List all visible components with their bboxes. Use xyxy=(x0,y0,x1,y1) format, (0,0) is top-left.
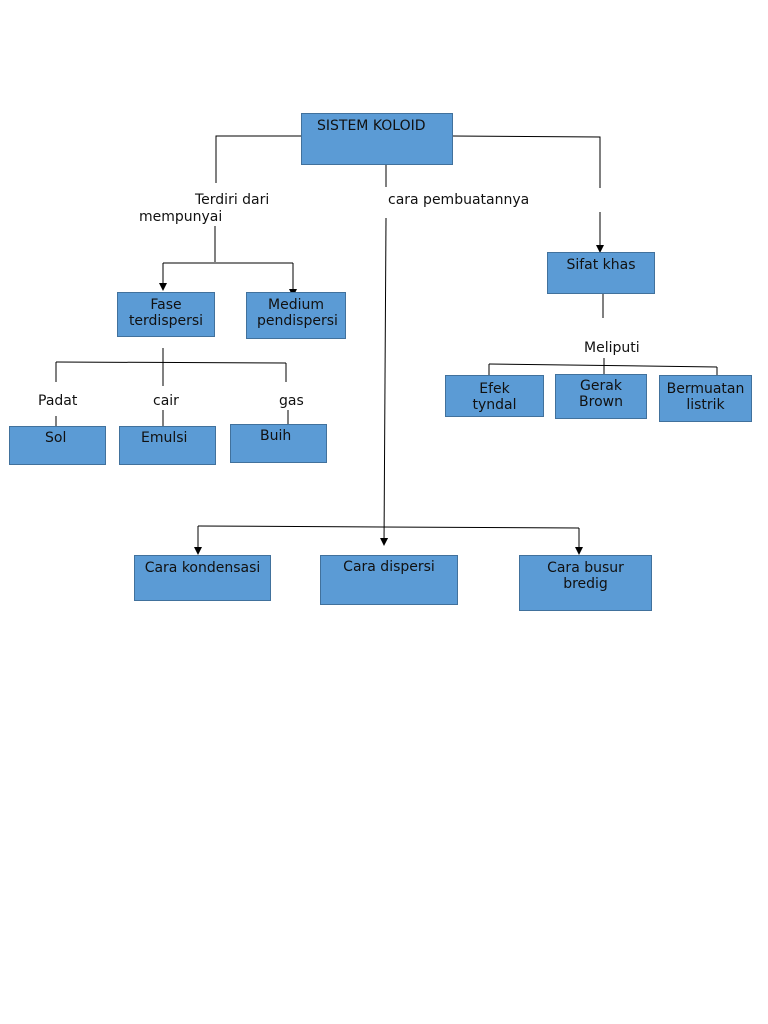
line-states-bar xyxy=(55,361,287,364)
cara-dispersi-label: Cara dispersi xyxy=(343,559,435,575)
label-mempunyai: mempunyai xyxy=(139,209,223,225)
cara-busur-bredig-label: Cara busur bredig xyxy=(547,560,624,592)
sifat-khas-box: Sifat khas xyxy=(547,252,655,294)
state-label-gas: gas xyxy=(279,393,304,409)
gerak-brown-box: Gerak Brown xyxy=(555,374,647,419)
sol-label: Sol xyxy=(45,430,67,446)
state-label-padat: Padat xyxy=(38,393,78,409)
emulsi-box: Emulsi xyxy=(119,426,216,465)
state-label-cair: cair xyxy=(153,393,179,409)
emulsi-label: Emulsi xyxy=(141,430,188,446)
bermuatan-listrik-label: Bermuatan listrik xyxy=(666,381,745,413)
cara-dispersi-box: Cara dispersi xyxy=(320,555,458,605)
label-terdiri-dari: Terdiri dari xyxy=(195,192,270,208)
medium-pendispersi-label: Medium pendispersi xyxy=(257,297,338,329)
gerak-brown-label: Gerak Brown xyxy=(579,378,623,410)
buih-label: Buih xyxy=(260,428,292,444)
sifat-khas-label: Sifat khas xyxy=(566,257,636,273)
label-meliputi: Meliputi xyxy=(584,340,640,356)
buih-box: Buih xyxy=(230,424,327,463)
arrow-middle-long xyxy=(380,217,389,546)
fase-terdispersi-box: Fase terdispersi xyxy=(117,292,215,337)
cara-kondensasi-box: Cara kondensasi xyxy=(134,555,271,601)
efek-tyndal-label: Efek tyndal xyxy=(472,381,517,413)
fase-terdispersi-label: Fase terdispersi xyxy=(128,297,204,329)
cara-busur-bredig-box: Cara busur bredig xyxy=(519,555,652,611)
cara-kondensasi-label: Cara kondensasi xyxy=(144,560,261,576)
line-props-bar xyxy=(488,363,718,368)
medium-pendispersi-box: Medium pendispersi xyxy=(246,292,346,339)
bermuatan-listrik-box: Bermuatan listrik xyxy=(659,375,752,422)
line-root-right xyxy=(451,135,601,188)
root-label: SISTEM KOLOID xyxy=(317,118,426,134)
sol-box: Sol xyxy=(9,426,106,465)
root-box: SISTEM KOLOID xyxy=(301,113,453,165)
line-methods-bar xyxy=(197,525,580,529)
line-root-left xyxy=(215,135,302,183)
label-cara-pembuatannya: cara pembuatannya xyxy=(388,192,530,208)
efek-tyndal-box: Efek tyndal xyxy=(445,375,544,417)
